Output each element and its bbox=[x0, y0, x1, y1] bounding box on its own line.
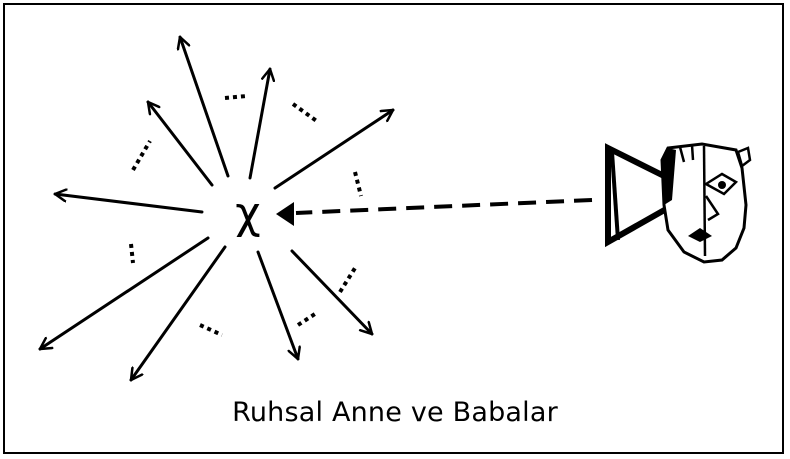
center-symbol: χ bbox=[235, 188, 260, 239]
dots-top-right bbox=[291, 102, 320, 124]
cubist-face-with-megaphone-icon bbox=[605, 142, 752, 264]
arrow-up bbox=[180, 35, 230, 178]
dots-right-lower bbox=[338, 266, 357, 294]
dots-bottom-right bbox=[296, 310, 320, 327]
dots-bottom-left bbox=[199, 323, 223, 337]
arrow-lower-left bbox=[38, 236, 210, 351]
ellipsis-marks bbox=[129, 94, 363, 337]
arrow-upper-left bbox=[146, 100, 214, 187]
dots-top bbox=[224, 94, 248, 100]
dots-right-upper bbox=[353, 171, 363, 197]
diagram-caption: Ruhsal Anne ve Babalar bbox=[232, 397, 558, 428]
arrow-right bbox=[273, 108, 395, 190]
arrow-down bbox=[256, 250, 298, 361]
dashed-arrow bbox=[276, 198, 593, 226]
radiating-arrows bbox=[38, 35, 395, 382]
arrow-down-right bbox=[290, 249, 374, 336]
dots-left-upper bbox=[131, 139, 152, 172]
arrow-down-left bbox=[129, 245, 227, 382]
arrow-left bbox=[53, 194, 204, 214]
arrow-up-right bbox=[248, 67, 270, 180]
dots-left bbox=[129, 243, 135, 264]
